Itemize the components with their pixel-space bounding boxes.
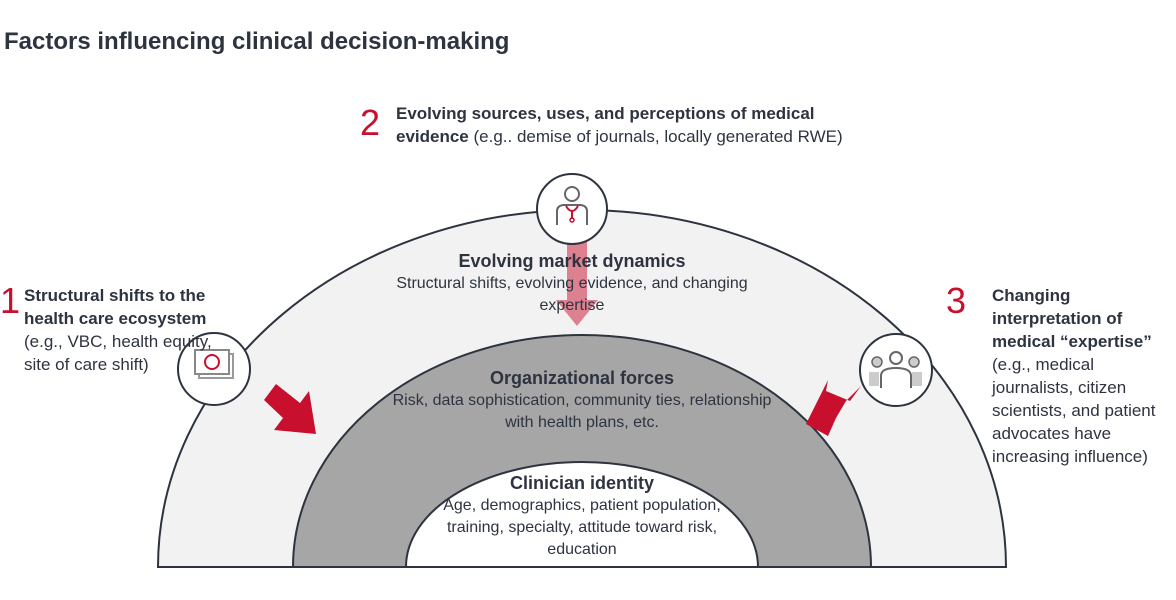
inner-layer-label: Clinician identity Age, demographics, pa… <box>432 472 732 561</box>
people-icon <box>859 333 933 407</box>
factor-3-heading: Changing interpretation of medical “expe… <box>992 286 1152 351</box>
middle-layer-label: Organizational forces Risk, data sophist… <box>392 367 772 434</box>
outer-layer-label: Evolving market dynamics Structural shif… <box>362 250 782 317</box>
middle-layer-text: Risk, data sophistication, community tie… <box>392 392 772 431</box>
factor-3-detail: (e.g., medical journalists, citizen scie… <box>992 355 1156 466</box>
outer-layer-text: Structural shifts, evolving evidence, an… <box>396 275 748 314</box>
page-title: Factors influencing clinical decision-ma… <box>4 28 510 55</box>
inner-layer-text: Age, demographics, patient population, t… <box>443 497 721 558</box>
arrow-down <box>556 238 598 326</box>
factor-3-number: 3 <box>946 280 967 321</box>
factor-3-text: Changing interpretation of medical “expe… <box>992 284 1176 468</box>
factor-1-heading: Structural shifts to the health care eco… <box>24 286 207 328</box>
inner-layer-title: Clinician identity <box>509 473 655 493</box>
factor-2-text: Evolving sources, uses, and perceptions … <box>396 102 846 148</box>
middle-layer-title: Organizational forces <box>489 368 675 388</box>
inner-arc <box>404 461 760 568</box>
money-icon <box>177 332 251 406</box>
factor-1-detail: (e.g., VBC, health equity, site of care … <box>24 332 212 374</box>
factor-2-number: 2 <box>360 102 381 143</box>
arrow-left-factor <box>264 384 316 434</box>
factor-1-text: Structural shifts to the health care eco… <box>24 284 214 376</box>
factor-1-number: 1 <box>0 280 21 321</box>
outer-layer-title: Evolving market dynamics <box>458 251 686 271</box>
doctor-icon <box>536 173 608 245</box>
arrow-right-factor <box>806 380 861 436</box>
factor-2-heading: Evolving sources, uses, and perceptions … <box>396 104 815 146</box>
factor-2-detail: (e.g.. demise of journals, locally gener… <box>468 127 843 146</box>
